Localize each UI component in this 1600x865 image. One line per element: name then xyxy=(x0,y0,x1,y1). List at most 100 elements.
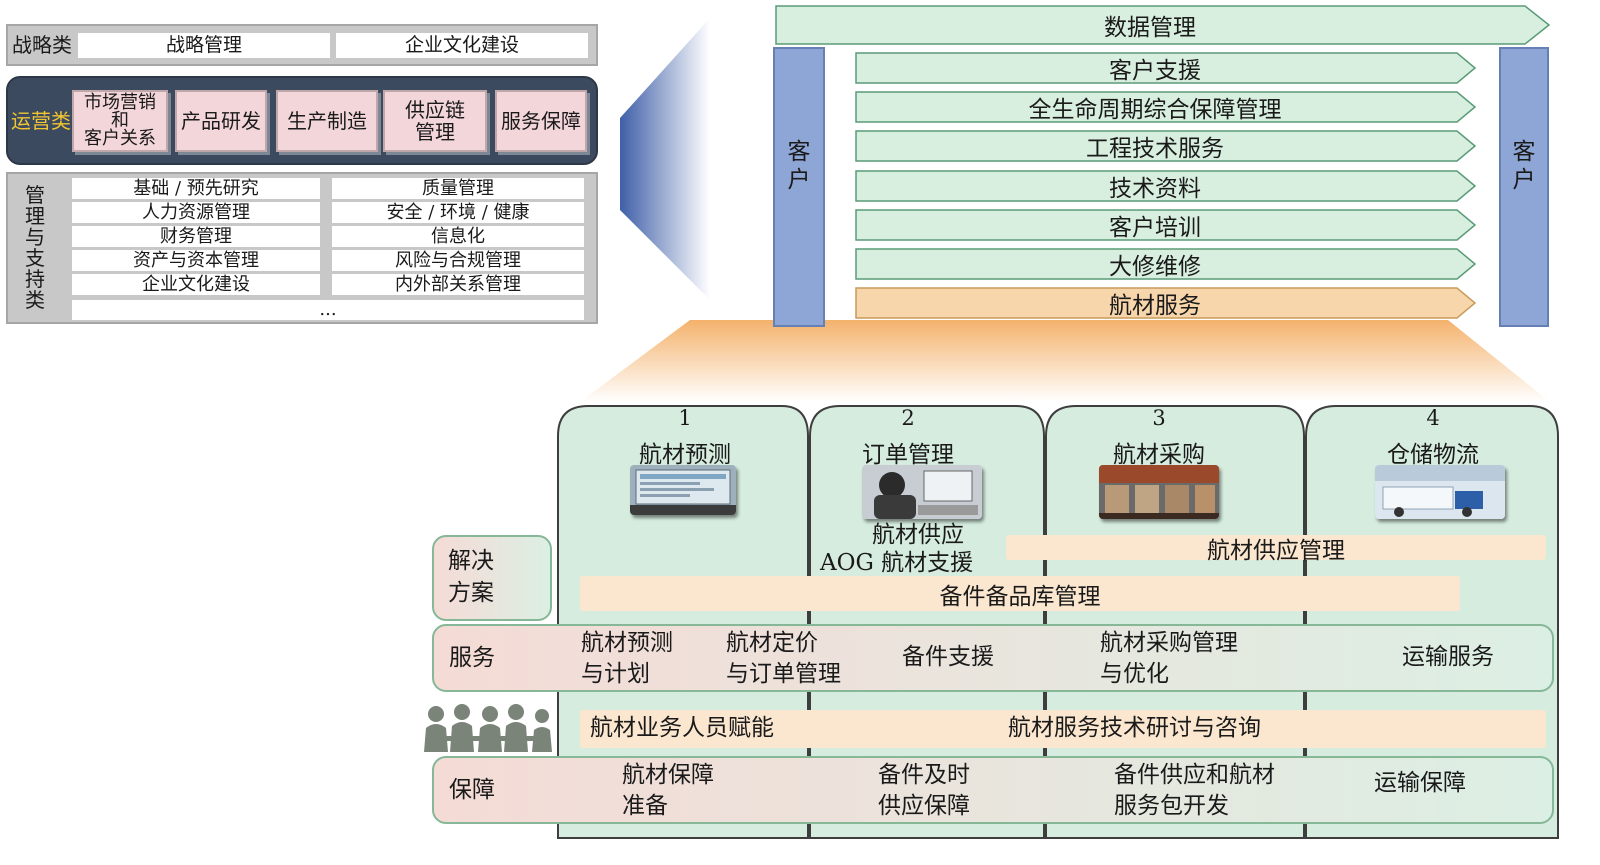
management-item: 企业文化建设 xyxy=(72,274,320,295)
service-chevron xyxy=(855,130,1477,162)
customer-right-box: 客户 xyxy=(1499,47,1549,327)
focus-connector xyxy=(580,320,1550,402)
service-chevron xyxy=(855,170,1477,202)
operations-label: 运营类 xyxy=(11,108,71,133)
service-item-line: 航材定价 xyxy=(726,630,818,656)
support-item: 备件供应和航材 服务包开发 xyxy=(1114,760,1275,822)
row-label-solution xyxy=(432,535,552,621)
management-panel: 管理与支持类 基础 / 预先研究 人力资源管理 财务管理 资产与资本管理 企业文… xyxy=(6,172,598,324)
service-item: 备件支援 xyxy=(902,642,994,673)
operations-item-line: 服务保障 xyxy=(501,109,581,133)
strategy-panel: 战略类 战略管理 企业文化建设 xyxy=(6,24,598,66)
forecast-photo xyxy=(630,465,736,515)
operations-panel: 运营类 市场营销 和 客户关系 产品研发 生产制造 供应链 管理 服务保障 xyxy=(6,76,598,165)
people-band xyxy=(580,710,1546,748)
column-title: 订单管理 xyxy=(862,442,954,468)
people-left-text: 航材业务人员赋能 xyxy=(590,715,774,741)
column-title: 仓储物流 xyxy=(1387,442,1479,468)
inventory-management-band: 备件备品库管理 xyxy=(580,576,1460,611)
service-chevron-label: 技术资料 xyxy=(1109,176,1201,202)
management-item: 风险与合规管理 xyxy=(332,250,584,271)
service-chevron-label: 工程技术服务 xyxy=(1086,136,1224,162)
column-number: 2 xyxy=(901,406,915,430)
service-item-line: 与计划 xyxy=(581,661,650,688)
customer-left-label: 客户 xyxy=(787,139,811,193)
management-item: 内外部关系管理 xyxy=(332,274,584,295)
service-chevron-label: 全生命周期综合保障管理 xyxy=(1028,97,1282,123)
operations-item-line: 供应链 xyxy=(405,98,465,122)
operations-item-line: 和 xyxy=(111,110,129,131)
service-item-line: 与订单管理 xyxy=(726,661,841,688)
service-chevron-label: 航材服务 xyxy=(1109,293,1201,319)
service-item: 航材采购管理 与优化 xyxy=(1100,628,1238,690)
management-item: 人力资源管理 xyxy=(72,202,320,223)
column-number: 4 xyxy=(1426,406,1440,430)
support-item-line: 供应保障 xyxy=(878,793,970,820)
logistics-photo xyxy=(1375,465,1505,519)
operations-item-marketing: 市场营销 和 客户关系 xyxy=(72,90,168,152)
supply-management-band: 航材供应管理 xyxy=(1006,535,1546,564)
row-label-solution-text: 解决方案 xyxy=(448,548,494,607)
service-chevron-label: 客户支援 xyxy=(1109,58,1201,84)
row-label-service-text: 服务 xyxy=(449,645,495,671)
operations-item-manufacturing: 生产制造 xyxy=(276,90,378,152)
management-more: ... xyxy=(72,300,584,320)
support-item: 航材保障 准备 xyxy=(622,760,714,822)
service-chevron-highlight xyxy=(855,287,1477,319)
service-chevron xyxy=(855,91,1477,123)
orange-trapezoid xyxy=(580,320,1550,402)
management-item: 安全 / 环境 / 健康 xyxy=(332,202,584,223)
column-number: 1 xyxy=(678,406,692,430)
column-number: 3 xyxy=(1152,406,1166,430)
operations-item-line: 市场营销 xyxy=(84,92,156,113)
management-item: 信息化 xyxy=(332,226,584,247)
service-chevron-label: 大修维修 xyxy=(1109,254,1201,280)
people-right-text: 航材服务技术研讨与咨询 xyxy=(1008,715,1261,741)
support-item-line: 备件供应和航材 xyxy=(1114,762,1275,788)
operations-item-line: 产品研发 xyxy=(181,109,261,133)
operations-item-line: 客户关系 xyxy=(84,128,156,149)
operations-item-supply-chain: 供应链 管理 xyxy=(383,90,487,152)
row-label-support-text: 保障 xyxy=(449,777,495,803)
support-item-line: 服务包开发 xyxy=(1114,793,1229,820)
operations-item-rnd: 产品研发 xyxy=(175,90,267,152)
row-band-support xyxy=(432,756,1554,824)
strategy-label: 战略类 xyxy=(12,33,72,57)
support-item-line: 航材保障 xyxy=(622,762,714,788)
supply-line: AOG 航材支援 xyxy=(820,550,974,576)
operations-item-service: 服务保障 xyxy=(495,90,587,152)
strategy-item: 战略管理 xyxy=(78,33,330,58)
support-item-line: 准备 xyxy=(622,793,668,820)
service-item-line: 运输服务 xyxy=(1402,644,1494,670)
order-photo xyxy=(862,465,982,519)
row-band-service xyxy=(432,624,1554,692)
supply-line: 航材供应 xyxy=(872,522,964,548)
people-silhouette-icon xyxy=(424,704,552,752)
service-chevron-label: 客户培训 xyxy=(1109,215,1201,241)
service-item-line: 备件支援 xyxy=(902,644,994,670)
management-item: 资产与资本管理 xyxy=(72,250,320,271)
service-item-line: 航材预测 xyxy=(581,630,673,656)
operations-item-line: 生产制造 xyxy=(287,109,367,133)
operations-item-line: 管理 xyxy=(415,120,455,144)
column-title: 航材采购 xyxy=(1113,442,1205,468)
service-chevron xyxy=(855,52,1477,84)
management-label: 管理与支持类 xyxy=(25,183,45,312)
data-management-label: 数据管理 xyxy=(1104,15,1196,41)
support-item-line: 备件及时 xyxy=(878,762,970,788)
service-chevron xyxy=(855,248,1477,280)
expand-connector xyxy=(620,18,710,300)
data-management-arrow xyxy=(775,5,1551,45)
service-item: 运输服务 xyxy=(1402,642,1494,673)
service-item-line: 航材采购管理 xyxy=(1100,630,1238,656)
service-chevron xyxy=(855,209,1477,241)
support-item: 备件及时 供应保障 xyxy=(878,760,970,822)
column-title: 航材预测 xyxy=(639,442,731,468)
management-item: 质量管理 xyxy=(332,178,584,199)
support-item: 运输保障 xyxy=(1374,768,1466,799)
management-item: 财务管理 xyxy=(72,226,320,247)
procurement-photo xyxy=(1099,465,1219,519)
service-item: 航材预测 与计划 xyxy=(581,628,673,690)
service-item: 航材定价 与订单管理 xyxy=(726,628,841,690)
customer-left-box: 客户 xyxy=(773,47,825,327)
